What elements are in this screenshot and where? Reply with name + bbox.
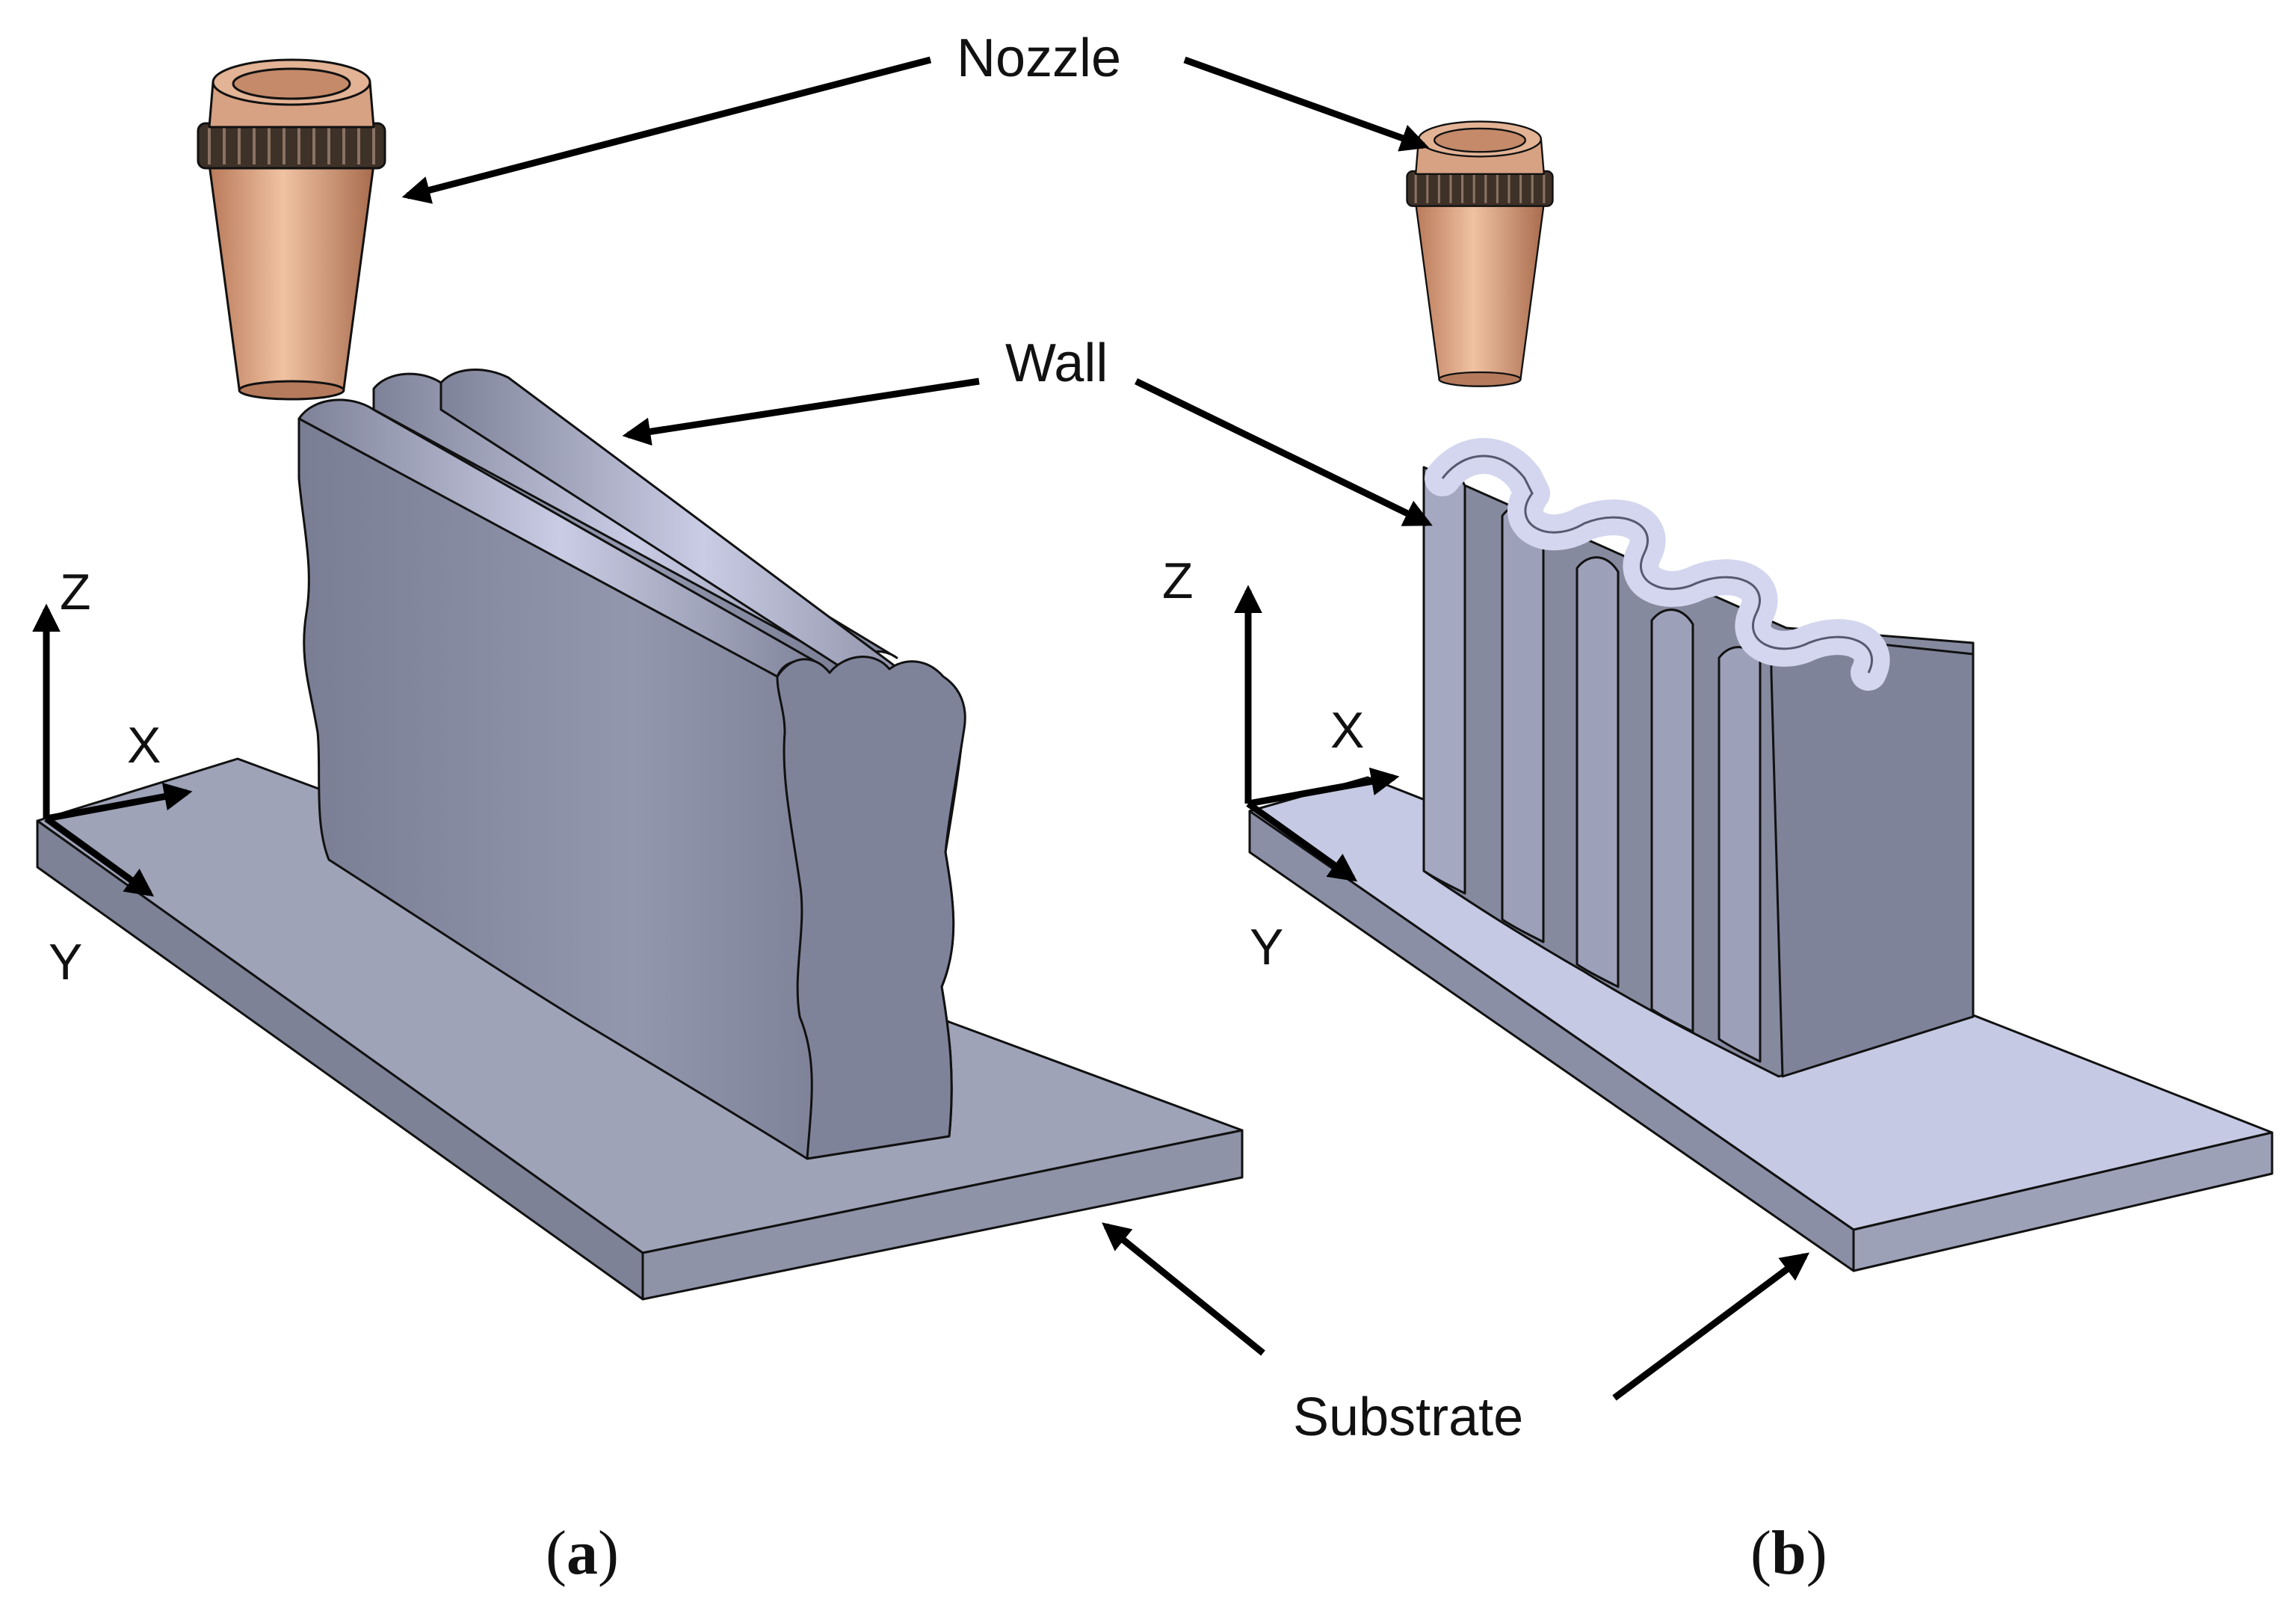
nozzle-a-tip: [238, 380, 345, 401]
axis-a-y-arrow: [44, 816, 155, 897]
wall-a: [297, 369, 966, 1160]
panel-b: Z X Y: [1162, 120, 2274, 1272]
axis-b-y-arrow: [1246, 801, 1358, 882]
nozzle-b-ring: [1406, 170, 1554, 207]
axis-a-x-label: X: [127, 717, 161, 774]
nozzle-arrow-b: [1183, 56, 1430, 152]
nozzle-a-bore: [232, 67, 351, 100]
caption-b-open: (: [1750, 1518, 1771, 1588]
wall-b-groove-4: [1650, 609, 1694, 1033]
wall-b: [1422, 438, 1975, 1078]
callouts: Nozzle Wall Substrate: [401, 28, 1810, 1447]
wall-b-end-face: [1770, 638, 1975, 1078]
caption-a-letter: a: [567, 1518, 598, 1588]
panel-a: Z X Y: [32, 58, 1244, 1301]
wall-b-groove-3: [1576, 556, 1620, 988]
caption-a-close: ): [598, 1518, 619, 1588]
svg-text:(a): (a): [546, 1518, 619, 1588]
nozzle-a-knurl: [208, 127, 375, 164]
substrate-a-front-side: [641, 1129, 1244, 1301]
nozzle-b-cone: [1415, 202, 1545, 384]
axis-a-x-arrow: [46, 782, 193, 822]
wall-b-groove-1: [1422, 470, 1466, 895]
nozzle-b-tip: [1438, 371, 1522, 387]
axis-triad-a: Z X Y: [32, 564, 193, 990]
caption-a-open: (: [546, 1518, 567, 1588]
nozzle-a-cone: [208, 163, 375, 397]
nozzle-b: [1406, 120, 1554, 387]
nozzle-a-ring: [197, 122, 386, 170]
substrate-b-front-side: [1852, 1131, 2274, 1272]
label-wall: Wall: [1005, 333, 1108, 393]
label-substrate: Substrate: [1293, 1387, 1523, 1447]
axis-a-y-label: Y: [49, 934, 82, 990]
caption-b: (b): [1750, 1518, 1827, 1588]
axis-b-z-label: Z: [1162, 552, 1194, 609]
axis-a-z-label: Z: [60, 564, 91, 620]
wall-a-end-face: [776, 656, 966, 1160]
label-nozzle: Nozzle: [957, 28, 1121, 88]
substrate-arrow-a: [1102, 1222, 1265, 1356]
caption-b-close: ): [1806, 1518, 1827, 1588]
svg-text:(b): (b): [1750, 1518, 1827, 1588]
nozzle-b-knurl: [1414, 173, 1546, 203]
axis-b-y-label: Y: [1250, 919, 1283, 976]
caption-a: (a): [546, 1518, 619, 1588]
axis-triad-b: Z X Y: [1162, 552, 1400, 976]
nozzle-a: [197, 58, 386, 401]
wall-b-groove-5: [1718, 646, 1762, 1063]
nozzle-arrow-a: [401, 56, 932, 204]
nozzle-b-bore: [1433, 127, 1527, 153]
wall-b-groove-2: [1501, 504, 1545, 943]
caption-b-letter: b: [1771, 1518, 1806, 1588]
axis-b-x-label: X: [1330, 702, 1364, 759]
wall-arrow-a: [622, 378, 980, 446]
wall-b-top-bead-outline: [1441, 455, 1874, 674]
substrate-arrow-b: [1612, 1252, 1810, 1401]
wall-arrow-b: [1135, 378, 1433, 527]
axis-b-x-arrow: [1247, 767, 1400, 807]
